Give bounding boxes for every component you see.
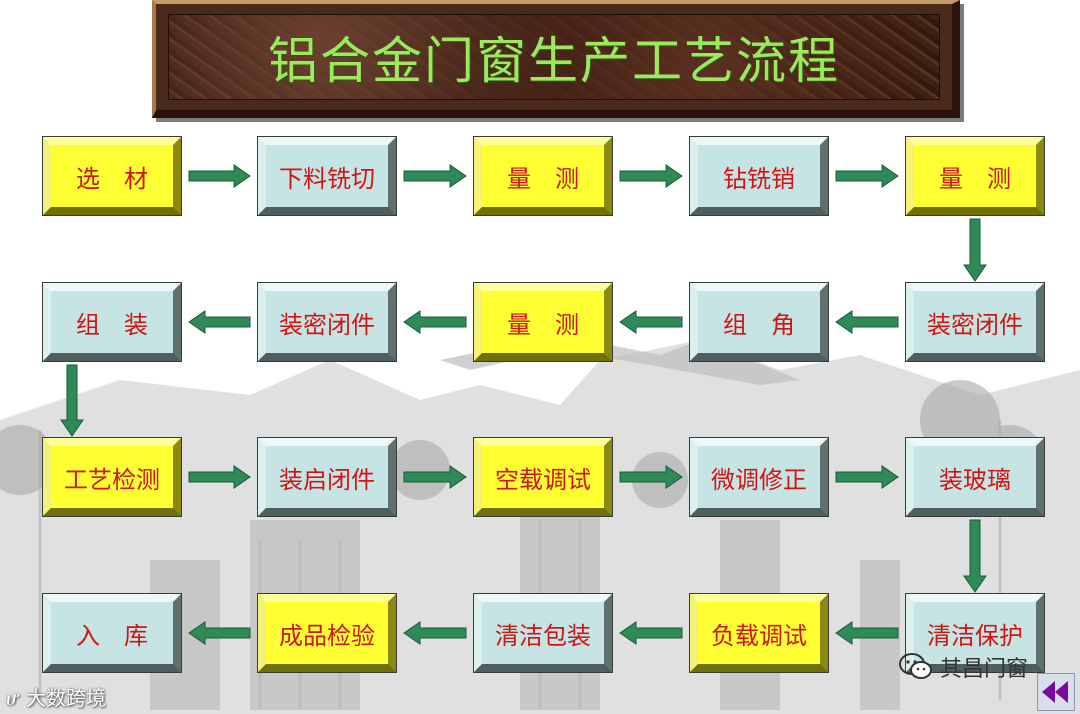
watermark-right: 其昌门窗 [898, 650, 1028, 684]
step-label: 清洁包装 [495, 621, 591, 650]
step-box: 下料铣切 [257, 136, 397, 216]
step-label: 钻铣销 [723, 164, 795, 193]
step-label: 量 测 [507, 164, 579, 193]
watermark-right-text: 其昌门窗 [940, 657, 1029, 682]
step-box: 空载调试 [473, 437, 613, 517]
step-label: 负载调试 [711, 621, 807, 650]
step-label: 装启闭件 [279, 465, 375, 494]
step-box: 入 库 [42, 593, 182, 673]
step-label: 装密闭件 [927, 310, 1023, 339]
step-label: 组 角 [723, 310, 795, 339]
step-label: 装密闭件 [279, 310, 375, 339]
step-box: 装密闭件 [905, 282, 1045, 362]
step-box: 装玻璃 [905, 437, 1045, 517]
wechat-icon [899, 653, 932, 679]
step-box: 组 角 [689, 282, 829, 362]
step-box: 装密闭件 [257, 282, 397, 362]
step-box: 工艺检测 [42, 437, 182, 517]
step-box: 量 测 [473, 136, 613, 216]
step-label: 组 装 [76, 310, 148, 339]
step-box: 负载调试 [689, 593, 829, 673]
step-label: 空载调试 [495, 465, 591, 494]
step-label: 下料铣切 [279, 164, 375, 193]
step-box: 成品检验 [257, 593, 397, 673]
title-marble-panel: 铝合金门窗生产工艺流程 [168, 14, 940, 100]
back-button[interactable] [1037, 673, 1075, 711]
step-box: 微调修正 [689, 437, 829, 517]
brand-logo-icon: ሆ [6, 686, 20, 710]
step-box: 清洁包装 [473, 593, 613, 673]
double-left-arrow-icon [1042, 681, 1068, 703]
step-label: 工艺检测 [64, 465, 160, 494]
step-label: 选 材 [76, 164, 148, 193]
step-box: 量 测 [473, 282, 613, 362]
step-box: 钻铣销 [689, 136, 829, 216]
step-box: 组 装 [42, 282, 182, 362]
step-label: 入 库 [76, 621, 148, 650]
watermark-left: ሆ 大数跨境 [6, 682, 106, 711]
step-label: 装玻璃 [939, 465, 1011, 494]
title-banner: 铝合金门窗生产工艺流程 [152, 0, 960, 118]
step-label: 量 测 [507, 310, 579, 339]
step-box: 清洁保护 [905, 593, 1045, 673]
watermark-left-text: 大数跨境 [26, 686, 106, 710]
page-title: 铝合金门窗生产工艺流程 [268, 32, 840, 90]
step-label: 清洁保护 [927, 621, 1023, 650]
step-label: 量 测 [939, 164, 1011, 193]
step-label: 微调修正 [711, 465, 807, 494]
step-box: 装启闭件 [257, 437, 397, 517]
step-box: 选 材 [42, 136, 182, 216]
step-label: 成品检验 [279, 621, 375, 650]
step-box: 量 测 [905, 136, 1045, 216]
